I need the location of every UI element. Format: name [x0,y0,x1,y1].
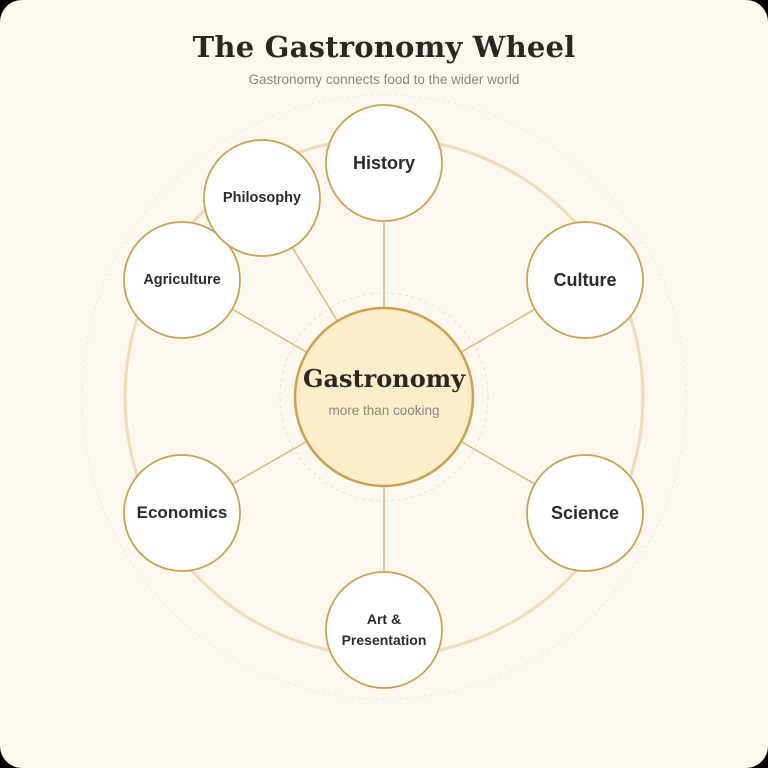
node-label-art-presentation: Art & Presentation [341,611,427,648]
node-art-presentation [325,571,443,689]
node-label-culture: Culture [553,269,617,290]
node-philosophy [203,139,321,257]
center-title: Gastronomy [302,364,466,393]
page-title: The Gastronomy Wheel [192,30,576,64]
node-agriculture [123,221,241,339]
node-science [526,454,644,572]
page-subtitle: Gastronomy connects food to the wider wo… [248,72,520,87]
node-label-science: Science [550,502,620,523]
node-economics [123,454,241,572]
node-label-economics: Economics [136,503,228,522]
outer-dotted-ring [81,94,687,700]
node-label-history: History [352,152,415,173]
node-label-agriculture: Agriculture [143,272,221,288]
node-culture [526,221,644,339]
node-history [325,104,443,222]
spoke-nodes [123,104,644,689]
center-node [293,306,475,488]
center-subtitle: more than cooking [328,403,440,418]
node-label-philosophy: Philosophy [222,190,302,206]
